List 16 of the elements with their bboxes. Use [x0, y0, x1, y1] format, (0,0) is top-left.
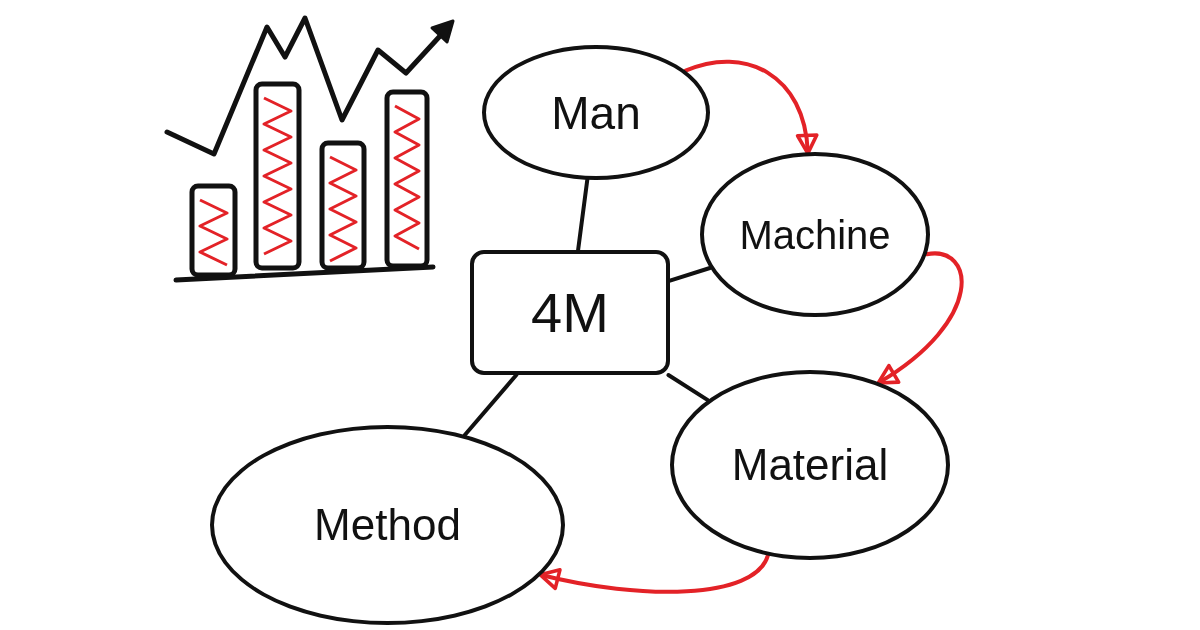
connector-line: [668, 266, 712, 283]
curved-arrow: [538, 553, 770, 594]
ellipse-node: [482, 45, 710, 180]
ellipse-node: [670, 370, 950, 560]
connector-line: [666, 373, 710, 403]
node-label: Machine: [739, 214, 891, 255]
connector-line: [462, 373, 519, 437]
ellipse-node: [700, 152, 930, 317]
connector-line: [576, 177, 590, 252]
node-label: Man: [551, 89, 641, 136]
node-label: 4M: [531, 284, 609, 341]
node-label: Method: [314, 503, 461, 547]
ellipse-node: [210, 425, 565, 625]
node-label: Material: [731, 443, 889, 487]
curved-arrow: [876, 251, 964, 385]
box-node: [470, 250, 670, 375]
